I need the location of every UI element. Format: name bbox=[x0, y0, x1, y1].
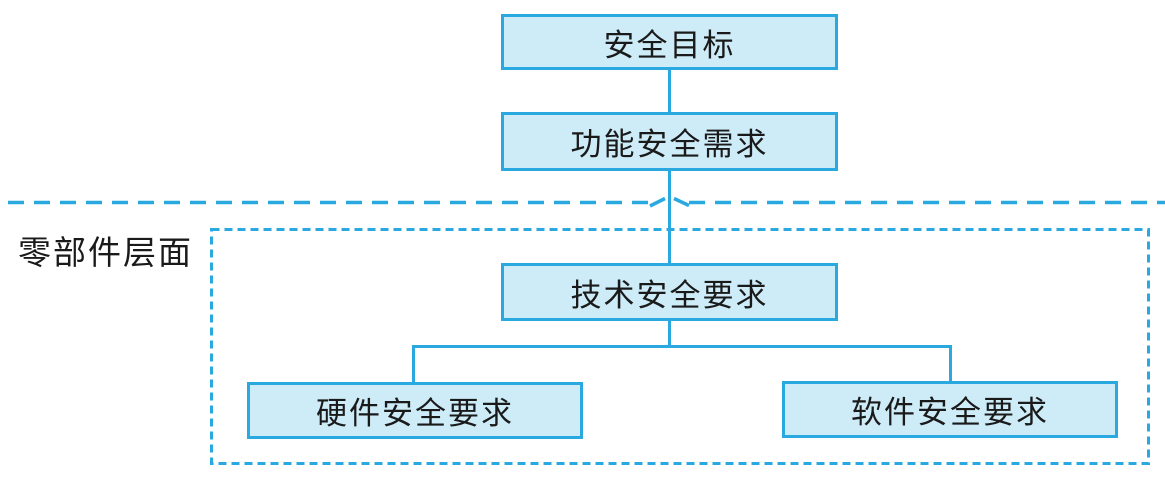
divider-hop-left-mark bbox=[649, 196, 666, 208]
connector-branch-to-children bbox=[412, 345, 952, 383]
node-software-safety-requirements: 软件安全要求 bbox=[782, 381, 1118, 438]
node-technical-safety-requirements: 技术安全要求 bbox=[501, 263, 838, 321]
section-label-component-level: 零部件层面 bbox=[18, 236, 193, 272]
component-level-boundary-rect bbox=[210, 228, 1150, 465]
node-safety-goal: 安全目标 bbox=[501, 14, 838, 70]
node-functional-safety-requirements: 功能安全需求 bbox=[501, 112, 838, 171]
divider-hop-right-mark bbox=[673, 196, 690, 208]
node-hardware-safety-requirements: 硬件安全要求 bbox=[247, 382, 583, 439]
